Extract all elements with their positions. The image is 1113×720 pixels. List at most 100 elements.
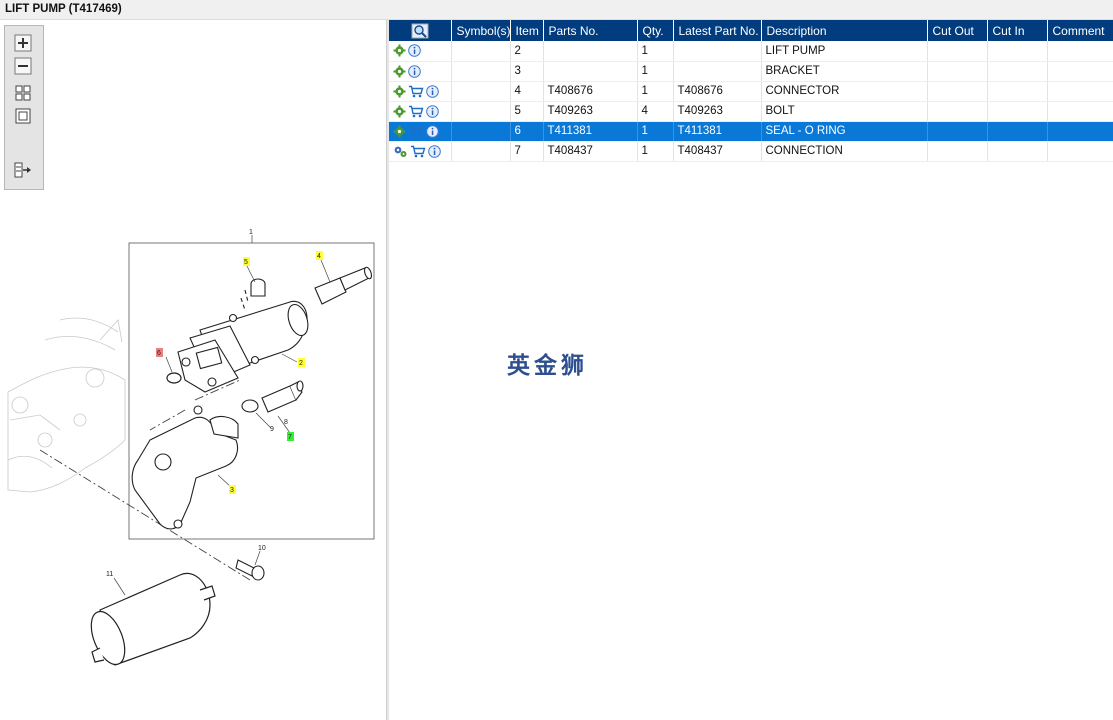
item-cell: 5 <box>510 101 544 122</box>
gear-icon[interactable] <box>393 85 406 98</box>
cut-out-cell <box>927 121 988 142</box>
comment-cell <box>1047 141 1113 162</box>
watermark-text: 英金狮 <box>507 353 588 379</box>
description-cell: LIFT PUMP <box>761 41 928 62</box>
cut-in-cell <box>987 101 1048 122</box>
cut-out-cell <box>927 141 988 162</box>
callout-10: 10 <box>258 545 266 552</box>
cut-in-cell <box>987 81 1048 102</box>
gears-icon[interactable] <box>393 145 408 158</box>
description-cell: CONNECTION <box>761 141 928 162</box>
cut-out-cell <box>927 81 988 102</box>
column-header-latest-part-no[interactable]: Latest Part No. <box>673 20 762 41</box>
callout-1: 1 <box>249 229 253 236</box>
search-parts-icon <box>411 23 429 38</box>
gear-icon[interactable] <box>393 105 406 118</box>
zoom-in-button[interactable] <box>13 34 33 52</box>
callout-9: 9 <box>270 426 274 433</box>
description-cell: BOLT <box>761 101 928 122</box>
zoom-in-icon <box>14 34 32 52</box>
gear-icon[interactable] <box>393 125 406 138</box>
callout-labels: 1 2 3 4 5 6 7 8 9 10 11 <box>106 229 323 578</box>
connection-drawing <box>241 380 304 413</box>
bolt-10-drawing <box>235 559 265 581</box>
column-header-cut-in[interactable]: Cut In <box>987 20 1048 41</box>
gear-icon[interactable] <box>393 44 406 57</box>
connector-drawing <box>314 266 373 305</box>
parts-no-cell: T408676 <box>543 81 638 102</box>
cart-icon[interactable] <box>408 105 424 118</box>
qty-cell: 1 <box>637 81 674 102</box>
parts-no-cell <box>543 61 638 82</box>
bracket-drawing <box>131 405 239 530</box>
pane-splitter[interactable] <box>386 20 389 720</box>
comment-cell <box>1047 41 1113 62</box>
lift-pump-drawing <box>177 300 309 393</box>
info-icon[interactable] <box>408 64 421 78</box>
item-cell: 2 <box>510 41 544 62</box>
description-cell: BRACKET <box>761 61 928 82</box>
row-actions-cell <box>389 41 452 62</box>
row-actions-cell <box>389 141 452 162</box>
assembly-frame <box>128 242 375 540</box>
fit-all-icon <box>15 85 31 101</box>
diagram-pane[interactable]: 1 2 3 4 5 6 7 8 9 10 11 <box>0 20 386 720</box>
qty-cell: 1 <box>637 41 674 62</box>
info-icon[interactable] <box>428 144 441 158</box>
exploded-parts-diagram[interactable]: 1 2 3 4 5 6 7 8 9 10 11 <box>0 20 386 720</box>
cart-icon[interactable] <box>408 125 424 138</box>
callout-5: 5 <box>244 259 248 266</box>
cut-in-cell <box>987 141 1048 162</box>
fit-all-button[interactable] <box>13 84 33 102</box>
column-header-qty[interactable]: Qty. <box>637 20 674 41</box>
info-icon[interactable] <box>426 84 439 98</box>
column-header-symbols[interactable]: Symbol(s) <box>451 20 511 41</box>
window-title: LIFT PUMP (T417469) <box>5 3 122 15</box>
cut-out-cell <box>927 41 988 62</box>
info-icon[interactable] <box>426 124 439 138</box>
gear-icon[interactable] <box>393 65 406 78</box>
symbols-cell <box>451 41 511 62</box>
callout-3: 3 <box>230 487 234 494</box>
bolt-drawing <box>240 278 266 311</box>
callout-4: 4 <box>317 253 321 260</box>
callout-7: 7 <box>288 434 292 441</box>
table-header-row: Symbol(s) Item Parts No. Qty. Latest Par… <box>389 20 1113 41</box>
cart-icon[interactable] <box>410 145 426 158</box>
latest-part-no-cell <box>673 61 762 82</box>
cart-icon[interactable] <box>408 85 424 98</box>
latest-part-no-cell: T408437 <box>673 141 762 162</box>
column-header-search[interactable] <box>389 20 452 41</box>
leader-lines <box>113 259 331 596</box>
column-header-cut-out[interactable]: Cut Out <box>927 20 988 41</box>
zoom-out-icon <box>14 57 32 75</box>
column-header-description[interactable]: Description <box>761 20 928 41</box>
item-cell: 7 <box>510 141 544 162</box>
latest-part-no-cell: T408676 <box>673 81 762 102</box>
parts-no-cell <box>543 41 638 62</box>
qty-cell: 1 <box>637 121 674 142</box>
column-header-parts-no[interactable]: Parts No. <box>543 20 638 41</box>
panel-toggle-button[interactable] <box>13 161 33 179</box>
zoom-out-button[interactable] <box>13 57 33 75</box>
info-icon[interactable] <box>408 44 421 58</box>
parts-no-cell: T408437 <box>543 141 638 162</box>
column-header-item[interactable]: Item <box>510 20 544 41</box>
info-icon[interactable] <box>426 104 439 118</box>
symbols-cell <box>451 101 511 122</box>
assembly-centerline <box>39 449 251 581</box>
parts-no-cell: T411381 <box>543 121 638 142</box>
engine-background-sketch <box>7 317 126 493</box>
table-row[interactable]: 2 1 LIFT PUMP <box>389 41 1113 62</box>
description-cell: CONNECTOR <box>761 81 928 102</box>
actual-size-button[interactable] <box>13 107 33 125</box>
row-actions-cell <box>389 121 452 142</box>
callout-11: 11 <box>106 571 113 578</box>
column-header-comment[interactable]: Comment <box>1047 20 1113 41</box>
